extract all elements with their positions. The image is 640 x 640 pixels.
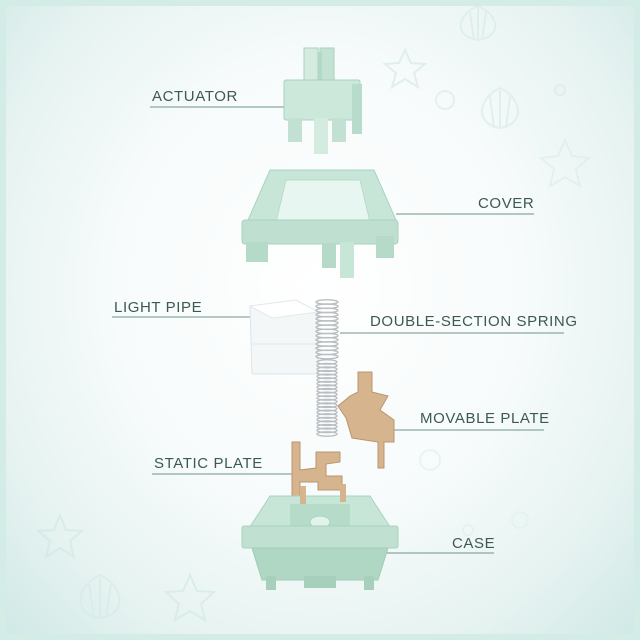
shell-icon [79,573,121,620]
static-plate-label: STATIC PLATE [154,455,263,472]
light-pipe-part [248,299,320,375]
spring-coil [315,353,339,360]
bubble-icon [419,449,441,471]
spring-coil [316,362,338,369]
starfish-icon [35,512,85,560]
bubble-icon [554,84,566,96]
case-label: CASE [452,535,496,552]
starfish-icon [163,572,217,623]
spring-coil [316,409,338,416]
spring-coil [316,420,338,427]
double-section-spring-part [315,299,339,437]
spring-coil [316,395,338,401]
spring-coil [316,380,338,387]
spring-coil [316,366,338,373]
actuator-label: ACTUATOR [152,88,238,105]
spring-coil [316,373,338,380]
movable-plate-label: MOVABLE PLATE [420,410,550,427]
spring-coil [316,416,338,423]
shell-icon [459,4,497,42]
case-part [241,484,399,590]
spring-coil [316,377,338,383]
background-decoration [35,4,592,623]
spring-coil [316,405,338,412]
bubble-icon [462,524,474,536]
spring-coil [316,369,338,376]
cover-label: COVER [478,195,535,212]
spring-coil [316,402,338,409]
spring-coil [316,359,338,365]
cover-part [241,169,399,278]
actuator-part [283,47,362,154]
spring-coil [316,391,338,398]
bubble-icon [511,511,529,529]
spring-coil [316,431,338,437]
spring-coil [316,413,338,419]
light-pipe-label: LIGHT PIPE [114,299,203,316]
spring-coil [316,423,338,430]
spring-coil [316,427,338,434]
static-plate-part [291,441,343,501]
shell-icon [481,86,519,130]
spring-coil [316,387,338,394]
starfish-icon [538,137,592,189]
spring-label: DOUBLE-SECTION SPRING [370,313,578,330]
movable-plate-part [337,371,395,469]
spring-coil [316,384,338,391]
starfish-icon [382,47,428,90]
bubble-icon [435,90,455,110]
spring-coil [316,398,338,405]
